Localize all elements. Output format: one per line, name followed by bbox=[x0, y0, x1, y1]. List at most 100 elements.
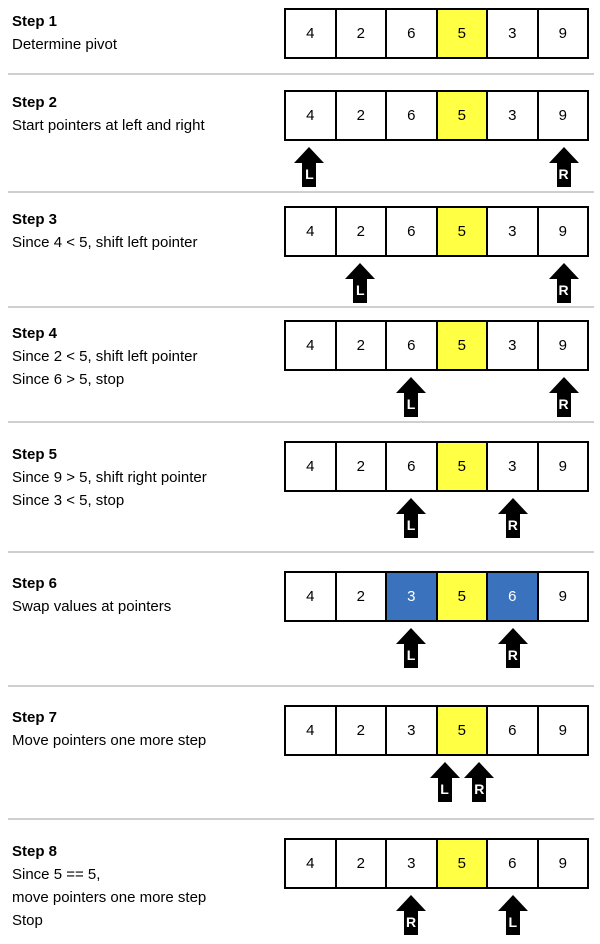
array-cell: 4 bbox=[286, 443, 337, 490]
pivot-cell: 5 bbox=[437, 10, 488, 57]
step-description-line: Since 4 < 5, shift left pointer bbox=[12, 234, 198, 251]
pointer-label: L bbox=[508, 914, 518, 930]
array-cell: 3 bbox=[488, 208, 539, 255]
pointer-l-arrow: L bbox=[396, 377, 427, 417]
array-cell: 2 bbox=[336, 840, 387, 887]
pointer-r-arrow: R bbox=[497, 628, 528, 668]
step-divider bbox=[8, 306, 594, 308]
step-description-line: Since 5 == 5, bbox=[12, 866, 101, 883]
array-cell: 6 bbox=[387, 92, 438, 139]
array-cell: 2 bbox=[336, 92, 387, 139]
pointer-label: R bbox=[507, 647, 518, 663]
step-title: Step 7 bbox=[12, 709, 58, 726]
pointer-label: L bbox=[406, 396, 416, 412]
up-arrow-icon bbox=[548, 147, 579, 187]
step-description-line: Since 3 < 5, stop bbox=[12, 492, 125, 509]
pointer-label: L bbox=[440, 781, 449, 797]
up-arrow-icon bbox=[548, 263, 579, 303]
swapped-cell: 3 bbox=[387, 573, 438, 620]
pivot-cell: 5 bbox=[437, 322, 488, 369]
pointer-l-arrow: L bbox=[294, 147, 325, 187]
array-cell: 6 bbox=[488, 707, 539, 754]
array-cell: 6 bbox=[387, 443, 438, 490]
up-arrow-icon bbox=[497, 628, 528, 668]
array-cell: 9 bbox=[538, 10, 587, 57]
pointer-l-arrow: L bbox=[396, 498, 427, 538]
array-cell: 2 bbox=[336, 10, 387, 57]
array-cell: 4 bbox=[286, 10, 337, 57]
array-cell: 6 bbox=[387, 10, 438, 57]
array-cell: 3 bbox=[488, 10, 539, 57]
pointer-r-arrow: R bbox=[548, 263, 579, 303]
up-arrow-icon bbox=[497, 895, 528, 935]
array-cell: 9 bbox=[538, 840, 587, 887]
pivot-cell: 5 bbox=[437, 443, 488, 490]
step-title: Step 1 bbox=[12, 13, 58, 30]
up-arrow-icon bbox=[396, 498, 427, 538]
step-title: Step 8 bbox=[12, 843, 58, 860]
up-arrow-icon bbox=[429, 762, 460, 802]
step-divider bbox=[8, 685, 594, 687]
up-arrow-icon bbox=[497, 498, 528, 538]
array-cell: 4 bbox=[286, 92, 337, 139]
step-description-line: Since 2 < 5, shift left pointer bbox=[12, 348, 198, 365]
array-cell: 4 bbox=[286, 573, 337, 620]
step-description-line: Since 9 > 5, shift right pointer bbox=[12, 469, 207, 486]
array-cell: 4 bbox=[286, 322, 337, 369]
array-cell: 2 bbox=[336, 208, 387, 255]
pointer-r-arrow: R bbox=[464, 762, 495, 802]
up-arrow-icon bbox=[294, 147, 325, 187]
array-cell: 9 bbox=[538, 707, 587, 754]
pointer-l-arrow: L bbox=[396, 628, 427, 668]
pivot-cell: 5 bbox=[437, 573, 488, 620]
step-divider bbox=[8, 73, 594, 75]
array-cell: 3 bbox=[387, 707, 438, 754]
array-cell: 6 bbox=[387, 208, 438, 255]
up-arrow-icon bbox=[396, 377, 427, 417]
pointer-r-arrow: R bbox=[548, 147, 579, 187]
array-cell: 2 bbox=[336, 573, 387, 620]
array-cell: 3 bbox=[387, 840, 438, 887]
step-description-line: Determine pivot bbox=[12, 36, 118, 53]
pointer-l-arrow: L bbox=[497, 895, 528, 935]
array-cell: 9 bbox=[538, 573, 587, 620]
swapped-cell: 6 bbox=[488, 573, 539, 620]
pointer-label: L bbox=[355, 282, 365, 298]
pointer-label: R bbox=[558, 166, 569, 182]
pivot-cell: 5 bbox=[437, 840, 488, 887]
array-cell: 4 bbox=[286, 707, 337, 754]
step-description-line: move pointers one more step bbox=[12, 889, 207, 906]
pointer-label: R bbox=[406, 914, 417, 930]
pointer-label: R bbox=[507, 517, 518, 533]
array-cell: 9 bbox=[538, 208, 587, 255]
step-title: Step 3 bbox=[12, 211, 58, 228]
step-divider bbox=[8, 191, 594, 193]
pointer-l-arrow: L bbox=[429, 762, 460, 802]
pivot-cell: 5 bbox=[437, 208, 488, 255]
step-divider bbox=[8, 421, 594, 423]
pointer-label: L bbox=[305, 166, 314, 182]
step-description-line: Stop bbox=[12, 912, 43, 929]
step-title: Step 2 bbox=[12, 94, 58, 111]
array-cell: 3 bbox=[488, 443, 539, 490]
step-title: Step 4 bbox=[12, 325, 58, 342]
array-cell: 9 bbox=[538, 443, 587, 490]
up-arrow-icon bbox=[464, 762, 495, 802]
array-cell: 2 bbox=[336, 707, 387, 754]
pivot-cell: 5 bbox=[437, 92, 488, 139]
up-arrow-icon bbox=[548, 377, 579, 417]
pointer-r-arrow: R bbox=[497, 498, 528, 538]
up-arrow-icon bbox=[345, 263, 376, 303]
array-cell: 2 bbox=[336, 322, 387, 369]
array-cell: 4 bbox=[286, 840, 337, 887]
pointer-r-arrow: R bbox=[548, 377, 579, 417]
array-cell: 4 bbox=[286, 208, 337, 255]
